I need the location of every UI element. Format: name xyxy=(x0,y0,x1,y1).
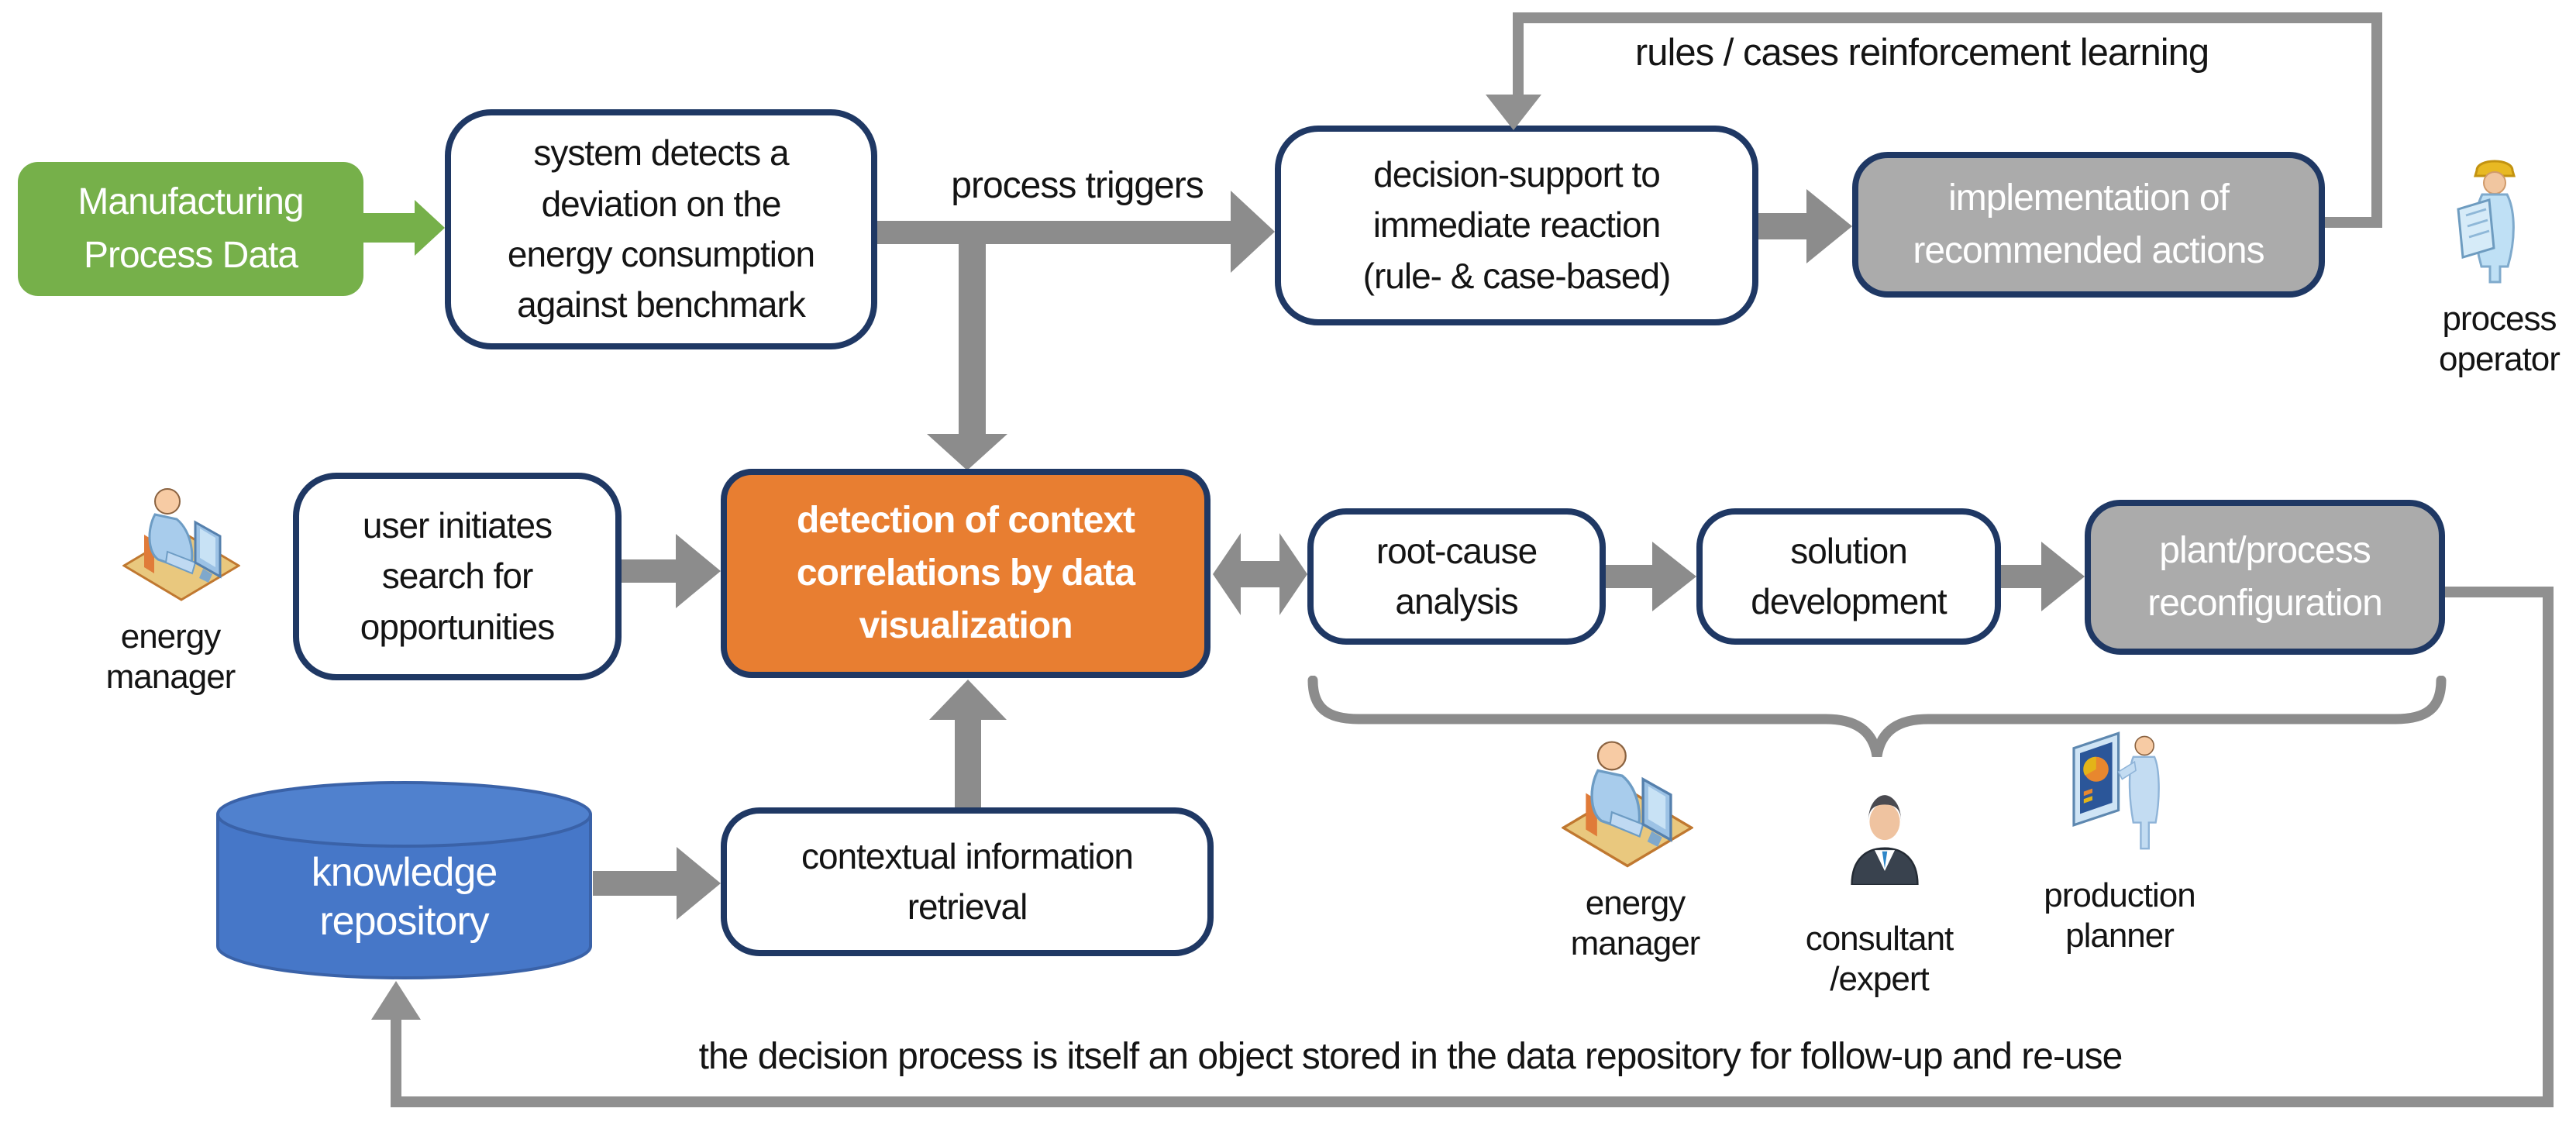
arrow-user-to-detection xyxy=(622,534,721,608)
node-system-detects-deviation: system detects a deviation on the energy… xyxy=(445,109,877,349)
repo-loop-right-line xyxy=(2543,587,2554,1107)
node-root-cause-analysis: root-cause analysis xyxy=(1307,508,1606,645)
node-text: energy consumption xyxy=(507,234,815,274)
arrow-solution-to-plant xyxy=(2001,542,2085,611)
knowledge-repository-cylinder xyxy=(215,780,593,981)
arrow-decision-to-implementation xyxy=(1758,189,1852,263)
edge-label-process-triggers: process triggers xyxy=(951,165,1204,206)
node-user-initiates-search: user initiates search for opportunities xyxy=(293,473,622,680)
bottom-note: the decision process is itself an object… xyxy=(698,1036,2123,1077)
node-text: implementation of xyxy=(1948,177,2230,219)
consultant-icon xyxy=(1846,789,1923,885)
actor-label-line: process xyxy=(2442,300,2557,338)
node-manufacturing-process-data: Manufacturing Process Data xyxy=(18,162,363,296)
node-text: analysis xyxy=(1395,581,1518,621)
node-text: user initiates xyxy=(362,505,553,546)
arrow-detection-rootcause-bidirectional xyxy=(1213,533,1307,615)
node-text: system detects a xyxy=(533,133,789,174)
edge-label-reinforcement-learning: rules / cases reinforcement learning xyxy=(1634,32,2209,74)
node-text: Process Data xyxy=(83,234,298,276)
feedback-loop-stub xyxy=(2325,217,2382,228)
node-knowledge-repository: knowledge repository xyxy=(215,848,593,947)
node-text: detection of context xyxy=(796,499,1135,541)
node-text: repository xyxy=(319,899,489,945)
node-text: recommended actions xyxy=(1913,230,2264,271)
energy-manager-icon xyxy=(1562,732,1693,868)
node-solution-development: solution development xyxy=(1696,508,2001,645)
actor-label-line: manager xyxy=(105,657,236,696)
actor-label-line: production xyxy=(2044,876,2195,914)
energy-manager-icon xyxy=(122,480,240,601)
node-detection-context-correlations: detection of context correlations by dat… xyxy=(721,469,1211,678)
actor-label-line: energy xyxy=(120,618,222,656)
node-plant-process-reconfiguration: plant/process reconfiguration xyxy=(2085,500,2445,655)
actor-label-energy-manager-bottom: energy manager xyxy=(1538,883,1732,964)
node-text: against benchmark xyxy=(517,284,806,325)
arrow-rootcause-to-solution xyxy=(1606,542,1696,611)
node-text: decision-support to xyxy=(1373,154,1661,195)
arrow-triggers-to-detection xyxy=(927,244,1007,470)
actor-label-process-operator: process operator xyxy=(2402,299,2576,380)
repo-loop-bottom-line xyxy=(391,1096,2554,1107)
node-text: search for xyxy=(381,556,534,597)
node-text: reconfiguration xyxy=(2147,583,2383,624)
node-text: root-cause xyxy=(1376,530,1538,571)
arrow-manufacturing-to-system xyxy=(363,200,445,256)
node-contextual-information-retrieval: contextual information retrieval xyxy=(721,807,1214,956)
node-text: contextual information xyxy=(801,835,1134,876)
actor-label-energy-manager-left: energy manager xyxy=(74,617,267,697)
feedback-loop-drop-line xyxy=(1513,12,1524,98)
node-text: solution xyxy=(1790,530,1908,571)
repo-loop-stub xyxy=(2445,587,2554,597)
node-text: opportunities xyxy=(360,606,555,647)
node-text: correlations by data xyxy=(796,552,1135,594)
repo-arrowhead-up xyxy=(371,981,421,1020)
node-text: retrieval xyxy=(907,886,1028,927)
node-text: (rule- & case-based) xyxy=(1362,255,1672,296)
actor-label-line: energy xyxy=(1585,884,1686,922)
actor-label-line: planner xyxy=(2065,916,2175,955)
node-text: immediate reaction xyxy=(1372,205,1662,246)
actor-label-production-planner: production planner xyxy=(2019,876,2220,956)
node-text: knowledge xyxy=(311,850,498,895)
actor-label-consultant: consultant /expert xyxy=(1782,919,1976,1000)
node-text: plant/process xyxy=(2159,529,2371,571)
actor-label-line: operator xyxy=(2439,339,2561,378)
node-text: development xyxy=(1751,581,1947,621)
process-operator-icon xyxy=(2447,152,2540,285)
actor-label-line: consultant xyxy=(1805,920,1954,958)
node-text: Manufacturing xyxy=(77,181,304,223)
actor-label-line: manager xyxy=(1570,924,1701,962)
node-text: deviation on the xyxy=(541,183,782,224)
node-implementation: implementation of recommended actions xyxy=(1852,152,2325,298)
production-planner-icon xyxy=(2068,727,2176,854)
arrow-contextual-to-detection xyxy=(929,680,1007,807)
node-decision-support: decision-support to immediate reaction (… xyxy=(1275,126,1758,325)
node-text: visualization xyxy=(859,605,1073,647)
feedback-loop-right-line xyxy=(2371,12,2382,226)
repo-loop-riser xyxy=(391,1017,401,1102)
arrow-repository-to-contextual xyxy=(593,847,721,920)
actor-label-line: /expert xyxy=(1830,959,1930,998)
feedback-loop-top-line xyxy=(1513,12,2382,23)
actors-brace xyxy=(1307,676,2447,776)
